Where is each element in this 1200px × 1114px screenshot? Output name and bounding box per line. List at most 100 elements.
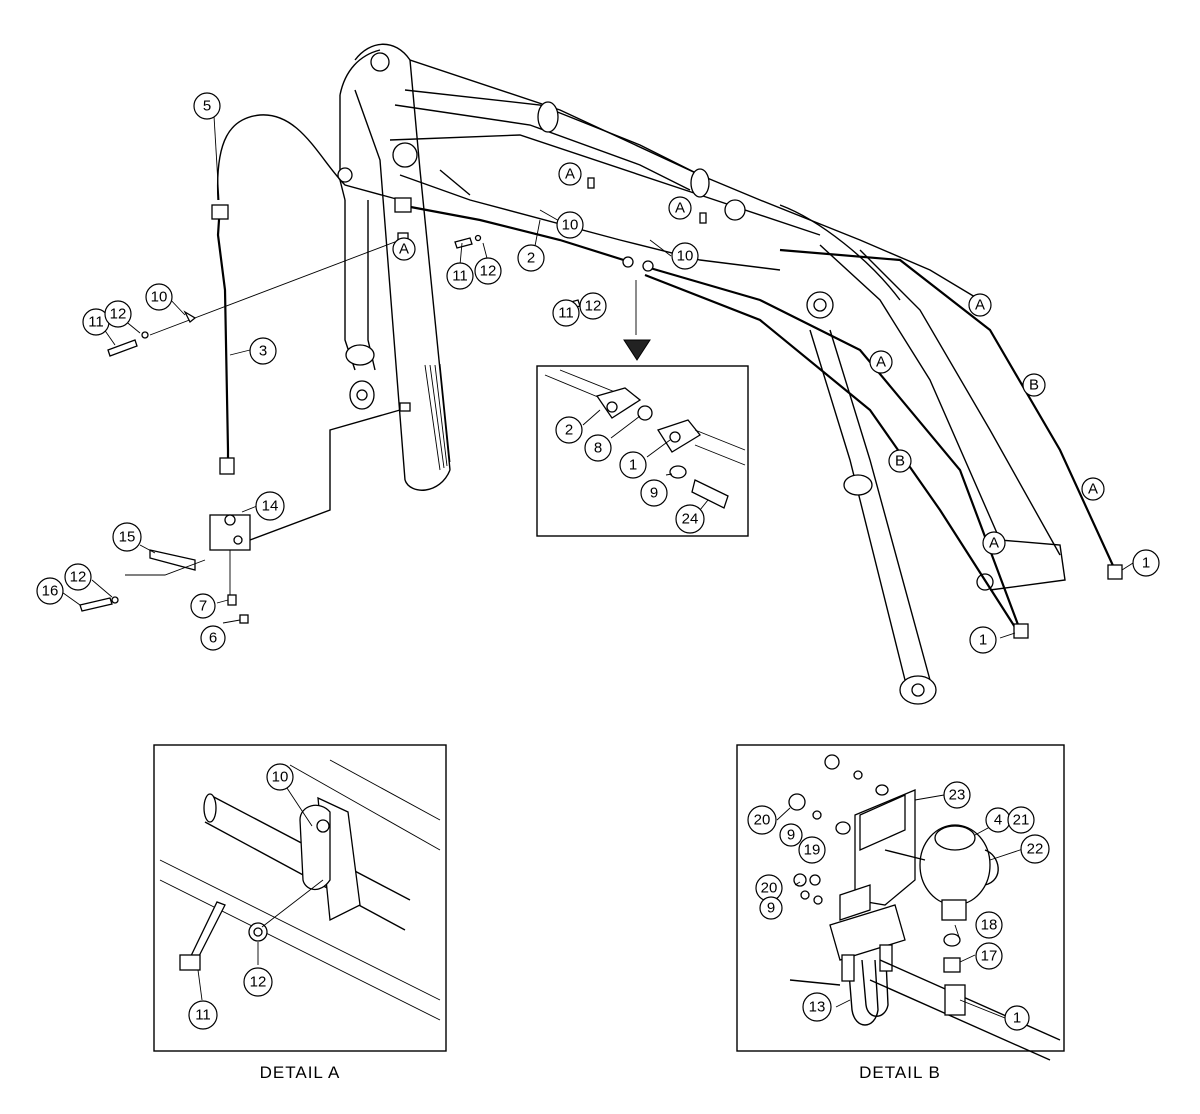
- svg-text:A: A: [565, 166, 575, 183]
- svg-text:A: A: [675, 200, 685, 217]
- svg-text:A: A: [876, 354, 886, 371]
- svg-text:5: 5: [203, 98, 211, 115]
- callout-9: 9: [640, 479, 668, 507]
- svg-text:A: A: [975, 297, 985, 314]
- svg-text:2: 2: [527, 250, 535, 267]
- flange-detail-panel: [536, 365, 749, 537]
- svg-text:A: A: [399, 241, 409, 258]
- svg-text:21: 21: [1013, 812, 1030, 829]
- svg-text:9: 9: [767, 900, 775, 917]
- svg-text:12: 12: [70, 569, 87, 586]
- detail-b-caption: DETAIL B: [859, 1063, 941, 1082]
- callout-1: 1: [619, 451, 647, 479]
- callout-15: 15: [112, 522, 142, 552]
- callout-18: 18: [975, 911, 1003, 939]
- callout-7: 7: [190, 593, 216, 619]
- svg-text:20: 20: [761, 880, 778, 897]
- callout-12: 12: [104, 300, 132, 328]
- callout-12: 12: [474, 257, 502, 285]
- hose-lines: [79, 114, 1123, 639]
- callout-a: A: [1081, 477, 1105, 501]
- svg-text:24: 24: [682, 511, 699, 528]
- svg-text:22: 22: [1027, 841, 1044, 858]
- callout-a: A: [558, 162, 582, 186]
- callout-10: 10: [671, 242, 699, 270]
- callout-11: 11: [188, 1000, 218, 1030]
- callout-11: 11: [446, 262, 474, 290]
- svg-text:4: 4: [994, 812, 1002, 829]
- svg-text:1: 1: [1142, 555, 1150, 572]
- svg-text:1: 1: [1013, 1010, 1021, 1027]
- callout-9: 9: [759, 896, 783, 920]
- callout-3: 3: [249, 337, 277, 365]
- detail-b-panel: [736, 744, 1065, 1061]
- svg-text:12: 12: [250, 974, 267, 991]
- svg-text:A: A: [1088, 481, 1098, 498]
- detail-a-caption: DETAIL A: [260, 1063, 341, 1082]
- svg-text:12: 12: [110, 306, 127, 323]
- svg-text:A: A: [989, 535, 999, 552]
- svg-text:B: B: [895, 453, 905, 470]
- svg-text:11: 11: [558, 305, 574, 322]
- callout-12: 12: [579, 292, 607, 320]
- svg-text:15: 15: [119, 529, 136, 546]
- svg-text:10: 10: [677, 248, 694, 265]
- svg-text:1: 1: [979, 632, 987, 649]
- callout-10: 10: [145, 283, 173, 311]
- callout-11: 11: [82, 308, 110, 336]
- svg-text:19: 19: [804, 842, 821, 859]
- callout-1: 1: [1004, 1005, 1030, 1031]
- svg-text:13: 13: [809, 999, 826, 1016]
- svg-text:18: 18: [981, 917, 998, 934]
- callout-6: 6: [200, 625, 226, 651]
- svg-text:9: 9: [787, 827, 795, 844]
- svg-text:16: 16: [42, 583, 59, 600]
- callout-1: 1: [1132, 549, 1160, 577]
- callout-5: 5: [193, 92, 221, 120]
- leader-lines: [58, 115, 1134, 1019]
- svg-text:11: 11: [195, 1007, 211, 1024]
- svg-text:14: 14: [262, 498, 279, 515]
- callout-19: 19: [798, 836, 826, 864]
- callout-22: 22: [1020, 834, 1050, 864]
- callout-a: A: [869, 350, 893, 374]
- callout-a: A: [392, 237, 416, 261]
- callout-a: A: [982, 531, 1006, 555]
- detail-a-panel: [153, 744, 447, 1052]
- callout-13: 13: [802, 992, 832, 1022]
- callouts: 5 3 10 11 12 A A A A A A A B B 10 10 2 1…: [36, 92, 1160, 1031]
- callout-b: B: [888, 449, 912, 473]
- callout-24: 24: [675, 504, 705, 534]
- callout-2: 2: [517, 244, 545, 272]
- callout-2: 2: [555, 416, 583, 444]
- callout-20: 20: [755, 874, 783, 902]
- callout-16: 16: [36, 577, 64, 605]
- callout-12: 12: [64, 563, 92, 591]
- callout-12: 12: [243, 967, 273, 997]
- svg-text:17: 17: [981, 948, 998, 965]
- callout-23: 23: [943, 781, 971, 809]
- svg-text:20: 20: [754, 812, 771, 829]
- svg-text:6: 6: [209, 630, 217, 647]
- svg-text:8: 8: [594, 440, 602, 457]
- svg-text:11: 11: [452, 268, 468, 285]
- callout-9: 9: [779, 823, 803, 847]
- svg-text:10: 10: [272, 769, 289, 786]
- svg-text:1: 1: [629, 457, 637, 474]
- boom-assembly: [337, 43, 1066, 705]
- callout-10: 10: [556, 211, 584, 239]
- callout-20: 20: [747, 805, 777, 835]
- svg-text:23: 23: [949, 787, 966, 804]
- callout-4: 4: [985, 807, 1011, 833]
- svg-text:11: 11: [88, 314, 104, 331]
- svg-text:2: 2: [565, 422, 573, 439]
- callout-8: 8: [584, 434, 612, 462]
- svg-text:3: 3: [259, 343, 267, 360]
- callout-a: A: [968, 293, 992, 317]
- svg-text:7: 7: [199, 598, 207, 615]
- callout-b: B: [1022, 373, 1046, 397]
- detail-arrow: [623, 280, 651, 361]
- callout-1: 1: [969, 626, 997, 654]
